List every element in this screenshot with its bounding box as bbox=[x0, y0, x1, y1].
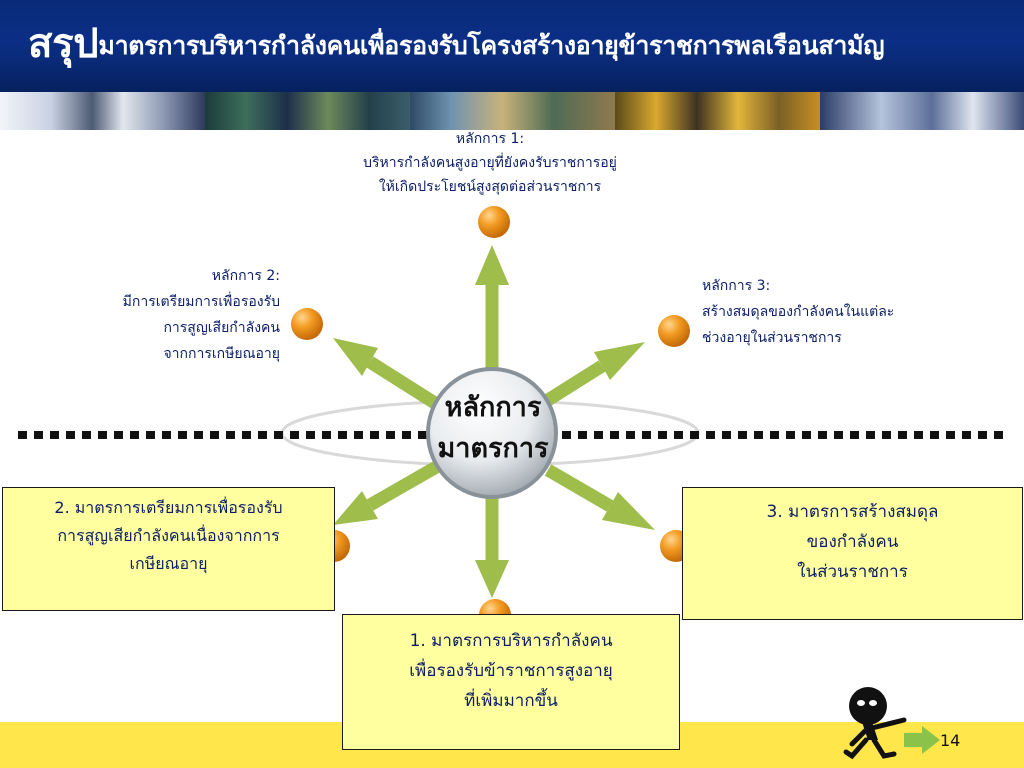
next-slide-arrow-icon[interactable] bbox=[904, 726, 940, 754]
title-lead: สรุป bbox=[28, 21, 99, 67]
measure-3-line-1: 3. มาตรการสร้างสมดุล bbox=[766, 502, 939, 522]
arrow-up bbox=[475, 245, 509, 375]
principle-2-line-1: มีการเตรียมการเพื่อรองรับ bbox=[122, 293, 280, 310]
measure-3-line-3: ในส่วนราชการ bbox=[797, 561, 908, 582]
principle-2-label: หลักการ 2: มีการเตรียมการเพื่อรองรับ การ… bbox=[24, 264, 280, 368]
principle-1-line-1: บริหารกำลังคนสูงอายุที่ยังคงรับราชการอยู… bbox=[363, 154, 617, 171]
arrow-down-left bbox=[333, 460, 442, 525]
slide-title: สรุปมาตรการบริหารกำลังคนเพื่อรองรับโครงส… bbox=[28, 18, 1018, 70]
measure-2-line-3: เกษียณอายุ bbox=[129, 554, 208, 573]
node-principle-1 bbox=[478, 206, 510, 238]
principle-1-line-2: ให้เกิดประโยชน์สูงสุดต่อส่วนราชการ bbox=[378, 178, 602, 195]
principle-3-line-2: ช่วงอายุในส่วนราชการ bbox=[702, 329, 842, 346]
banner-photo-lab bbox=[0, 92, 205, 130]
measure-1-line-3: ที่เพิ่มมากขึ้น bbox=[464, 690, 558, 711]
measure-3-box: 3. มาตรการสร้างสมดุล ของกำลังคน ในส่วนรา… bbox=[682, 487, 1023, 620]
hub-label-line-1: หลักการ bbox=[444, 392, 542, 423]
slide-header: สรุปมาตรการบริหารกำลังคนเพื่อรองรับโครงส… bbox=[0, 0, 1024, 92]
node-principle-3 bbox=[658, 315, 690, 347]
banner-photo-hardware bbox=[410, 92, 615, 130]
principle-2-line-2: การสูญเสียกำลังคน bbox=[163, 319, 280, 336]
principle-3-heading: หลักการ 3: bbox=[702, 278, 771, 294]
arrow-down bbox=[475, 490, 509, 598]
measure-3-line-2: ของกำลังคน bbox=[806, 531, 899, 552]
arrow-up-right bbox=[544, 342, 645, 406]
hub-label-line-2: มาตรการ bbox=[437, 432, 549, 464]
photo-banner bbox=[0, 92, 1024, 130]
principle-3-line-1: สร้างสมดุลของกำลังคนในแต่ละ bbox=[702, 303, 895, 320]
arrow-down-right bbox=[544, 464, 655, 530]
arrow-up-left bbox=[333, 338, 442, 411]
measure-1-line-2: เพื่อรองรับข้าราชการสูงอายุ bbox=[409, 660, 613, 681]
measure-1-box: 1. มาตรการบริหารกำลังคน เพื่อรองรับข้ารา… bbox=[342, 614, 680, 750]
banner-photo-circuit bbox=[205, 92, 410, 130]
principle-1-label: หลักการ 1: บริหารกำลังคนสูงอายุที่ยังคงร… bbox=[300, 128, 680, 199]
page-number: 14 bbox=[940, 731, 961, 750]
hub-label: หลักการ มาตรการ bbox=[425, 388, 561, 469]
principle-1-heading: หลักการ 1: bbox=[455, 131, 525, 147]
title-rest: มาตรการบริหารกำลังคนเพื่อรองรับโครงสร้าง… bbox=[98, 31, 885, 60]
measure-2-line-2: การสูญเสียกำลังคนเนื่องจากการ bbox=[57, 526, 280, 545]
principle-2-line-3: จากการเกษียณอายุ bbox=[163, 345, 280, 362]
banner-photo-keyboard bbox=[820, 92, 1024, 130]
measure-2-line-1: 2. มาตรการเตรียมการเพื่อรองรับ bbox=[54, 498, 283, 517]
principle-2-heading: หลักการ 2: bbox=[211, 268, 280, 284]
principle-3-label: หลักการ 3: สร้างสมดุลของกำลังคนในแต่ละ ช… bbox=[702, 274, 1002, 352]
mascot-figure-icon bbox=[843, 687, 907, 760]
measure-2-box: 2. มาตรการเตรียมการเพื่อรองรับ การสูญเสี… bbox=[2, 487, 335, 611]
measure-1-line-1: 1. มาตรการบริหารกำลังคน bbox=[409, 631, 613, 651]
hub-circle bbox=[426, 367, 558, 499]
banner-photo-gears bbox=[615, 92, 820, 130]
node-principle-2 bbox=[291, 308, 323, 340]
